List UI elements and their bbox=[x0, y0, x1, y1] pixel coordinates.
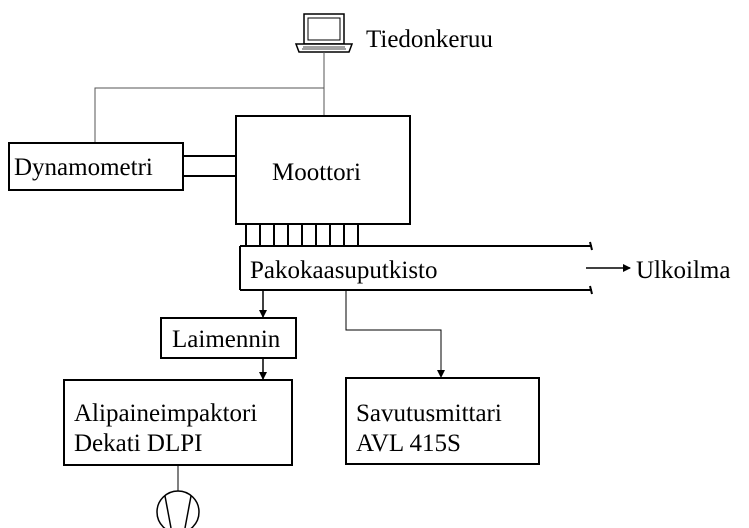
smoke-meter-label-line2: AVL 415S bbox=[356, 430, 461, 457]
impactor-label-line1: Alipaineimpaktori bbox=[74, 400, 258, 427]
engine-label: Moottori bbox=[272, 159, 361, 186]
outside-air-label: Ulkoilma bbox=[636, 257, 731, 284]
dynamometer-box bbox=[8, 142, 184, 191]
pump-icon bbox=[156, 490, 200, 528]
impactor-label-line2: Dekati DLPI bbox=[74, 430, 203, 457]
data-wires bbox=[94, 52, 325, 142]
diluter-label: Laimennin bbox=[172, 326, 281, 353]
data-collection-label: Tiedonkeruu bbox=[366, 26, 493, 53]
laptop-icon bbox=[294, 13, 354, 53]
exhaust-runners bbox=[245, 224, 359, 246]
pipe-to-smoke-meter-arrow bbox=[345, 290, 445, 378]
exhaust-pipe bbox=[239, 241, 593, 295]
shaft-connection bbox=[183, 155, 236, 177]
impactor-box bbox=[63, 379, 293, 466]
smoke-meter-label-line1: Savutusmittari bbox=[356, 400, 502, 427]
engine-box bbox=[235, 115, 411, 225]
dynamometer-label: Dynamometri bbox=[14, 154, 153, 181]
diluter-box bbox=[160, 317, 297, 359]
smoke-meter-box bbox=[345, 377, 540, 465]
exhaust-pipe-label: Pakokaasuputkisto bbox=[250, 257, 438, 284]
